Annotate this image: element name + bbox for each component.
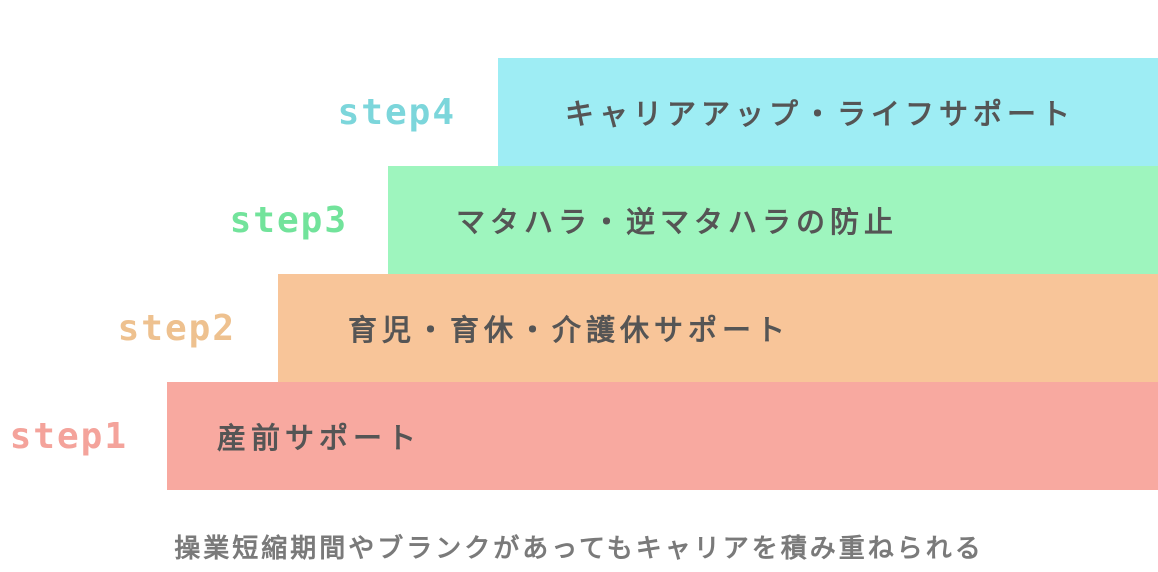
step-2-bar: 育児・育休・介護休サポート xyxy=(278,274,1158,382)
step-4-bar: キャリアアップ・ライフサポート xyxy=(498,58,1158,166)
step-4-text: キャリアアップ・ライフサポート xyxy=(565,97,1076,131)
step-2-label: step2 xyxy=(117,307,236,349)
step-1-bar: 産前サポート xyxy=(167,382,1158,490)
step-3-label: step3 xyxy=(229,199,348,241)
step-1-label: step1 xyxy=(9,415,128,457)
step-1-text: 産前サポート xyxy=(217,421,422,455)
caption: 操業短縮期間やブランクがあってもキャリアを積み重ねられる xyxy=(174,534,984,564)
step-4-label: step4 xyxy=(337,91,456,133)
step-2-text: 育児・育休・介護休サポート xyxy=(348,313,791,347)
step-3-bar: マタハラ・逆マタハラの防止 xyxy=(388,166,1158,274)
step-3-text: マタハラ・逆マタハラの防止 xyxy=(456,205,899,239)
